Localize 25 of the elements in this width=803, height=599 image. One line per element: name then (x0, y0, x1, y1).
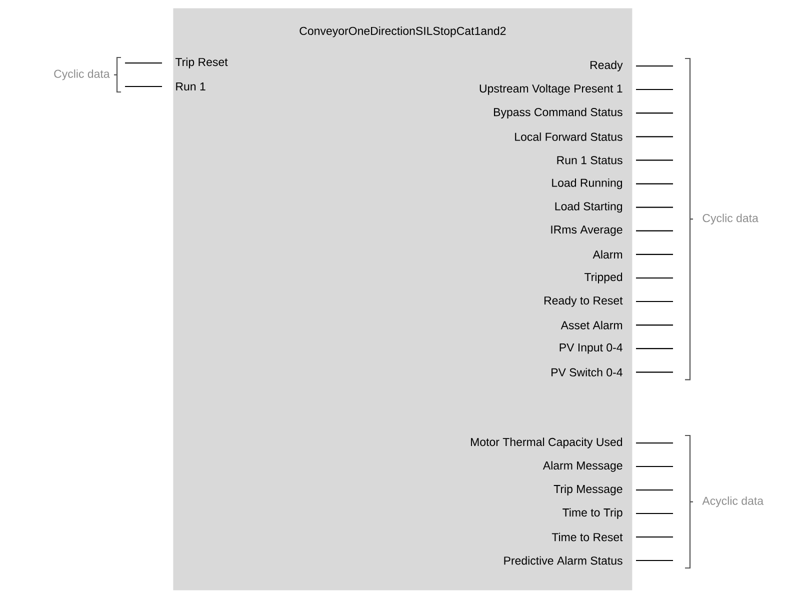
pin-label: Bypass Command Status (494, 108, 622, 118)
pin-label: Run 1 (176, 82, 206, 90)
pin-label: Load Running (552, 178, 622, 190)
group-label: Acyclic data (702, 496, 764, 508)
pin-label: Ready (590, 60, 623, 72)
pin-label: Time to Trip (562, 508, 622, 519)
group-label: Cyclic data (54, 69, 110, 80)
pin-label: Tripped (584, 272, 622, 284)
group-label: Cyclic data (702, 214, 758, 224)
pin-label: PV Input 0-4 (560, 343, 622, 354)
pin-label: PV Switch 0-4 (552, 368, 622, 376)
pin-label: IRms Average (551, 226, 622, 236)
pin-label: Asset Alarm (560, 320, 622, 330)
pin-label: Alarm Message (542, 461, 622, 472)
pin-label: Ready to Reset (544, 296, 623, 307)
pin-label: Load Starting (555, 202, 622, 213)
pin-label: Time to Reset (552, 532, 623, 542)
pin-label: Trip Message (554, 484, 622, 496)
pin-label: Predictive Alarm Status (504, 556, 622, 565)
pin-label: Upstream Voltage Present 1 (480, 84, 622, 95)
pin-label: Alarm (592, 250, 622, 259)
pin-label: Local Forward Status (515, 132, 622, 141)
pin-label: Motor Thermal Capacity Used (471, 438, 622, 448)
pin-label: Trip Reset (175, 58, 228, 68)
pin-label: Run 1 Status (557, 156, 622, 164)
